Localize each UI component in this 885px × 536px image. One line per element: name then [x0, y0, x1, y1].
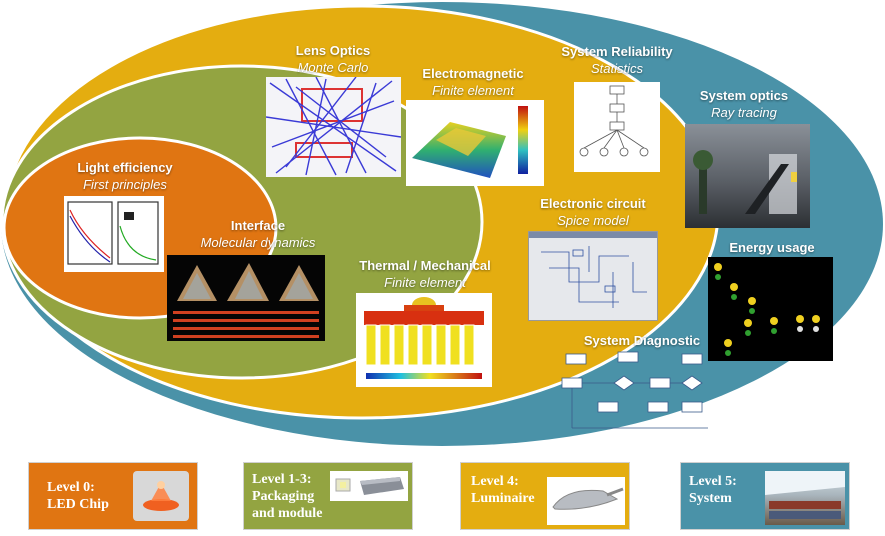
system-reliability-image — [574, 82, 660, 172]
legend-level5-text: Level 5: System — [689, 474, 737, 506]
thermal-mechanical-image — [356, 293, 492, 387]
light-efficiency-image — [64, 196, 164, 272]
luminaire-icon — [547, 477, 625, 525]
light-efficiency-method: First principles — [83, 177, 167, 192]
system-optics-title: System optics — [699, 88, 789, 103]
system-photo-icon — [765, 471, 845, 525]
thermal-mechanical-label: Thermal / Mechanical Finite element — [352, 258, 498, 291]
lens-optics-image — [266, 77, 401, 177]
system-diagnostic-title: System Diagnostic — [583, 333, 701, 348]
energy-usage-label: Energy usage — [722, 240, 822, 256]
system-optics-label: System optics Ray tracing — [688, 88, 800, 121]
lens-optics-label: Lens Optics Monte Carlo — [272, 43, 394, 76]
electromagnetic-method: Finite element — [432, 83, 514, 98]
electromagnetic-title: Electromagnetic — [422, 66, 524, 81]
light-efficiency-label: Light efficiency First principles — [70, 160, 180, 193]
electromagnetic-label: Electromagnetic Finite element — [412, 66, 534, 99]
thermal-mechanical-method: Finite element — [384, 275, 466, 290]
electronic-circuit-label: Electronic circuit Spice model — [534, 196, 652, 229]
module-icon — [330, 471, 408, 501]
legend-level4: Level 4: Luminaire — [460, 462, 630, 530]
interface-method: Molecular dynamics — [200, 235, 316, 250]
system-reliability-label: System Reliability Statistics — [554, 44, 680, 77]
interface-image — [167, 255, 325, 341]
thermal-mechanical-title: Thermal / Mechanical — [359, 258, 491, 273]
system-diagnostic-image — [558, 348, 714, 438]
legend-level4-text: Level 4: Luminaire — [471, 474, 535, 506]
system-reliability-method: Statistics — [590, 61, 643, 76]
system-optics-method: Ray tracing — [711, 105, 777, 120]
electronic-circuit-title: Electronic circuit — [540, 196, 646, 211]
lens-optics-title: Lens Optics — [295, 43, 371, 58]
electromagnetic-image — [406, 100, 544, 186]
legend-level5: Level 5: System — [680, 462, 850, 530]
legend-level0: Level 0: LED Chip — [28, 462, 198, 530]
system-reliability-title: System Reliability — [561, 44, 673, 59]
interface-label: Interface Molecular dynamics — [190, 218, 326, 251]
electronic-circuit-image — [528, 231, 658, 321]
electronic-circuit-method: Spice model — [557, 213, 629, 228]
legend-level1-3: Level 1-3: Packaging and module — [243, 462, 413, 530]
energy-usage-title: Energy usage — [729, 240, 815, 255]
legend-level1-3-text: Level 1-3: Packaging and module — [252, 472, 323, 521]
interface-title: Interface — [230, 218, 286, 233]
lens-optics-method: Monte Carlo — [297, 60, 369, 75]
energy-usage-image — [708, 257, 833, 361]
legend-level0-text: Level 0: LED Chip — [47, 480, 109, 512]
light-efficiency-title: Light efficiency — [77, 160, 173, 175]
system-diagnostic-label: System Diagnostic — [576, 333, 708, 349]
system-optics-image — [685, 124, 810, 228]
led-chip-icon — [133, 471, 189, 521]
